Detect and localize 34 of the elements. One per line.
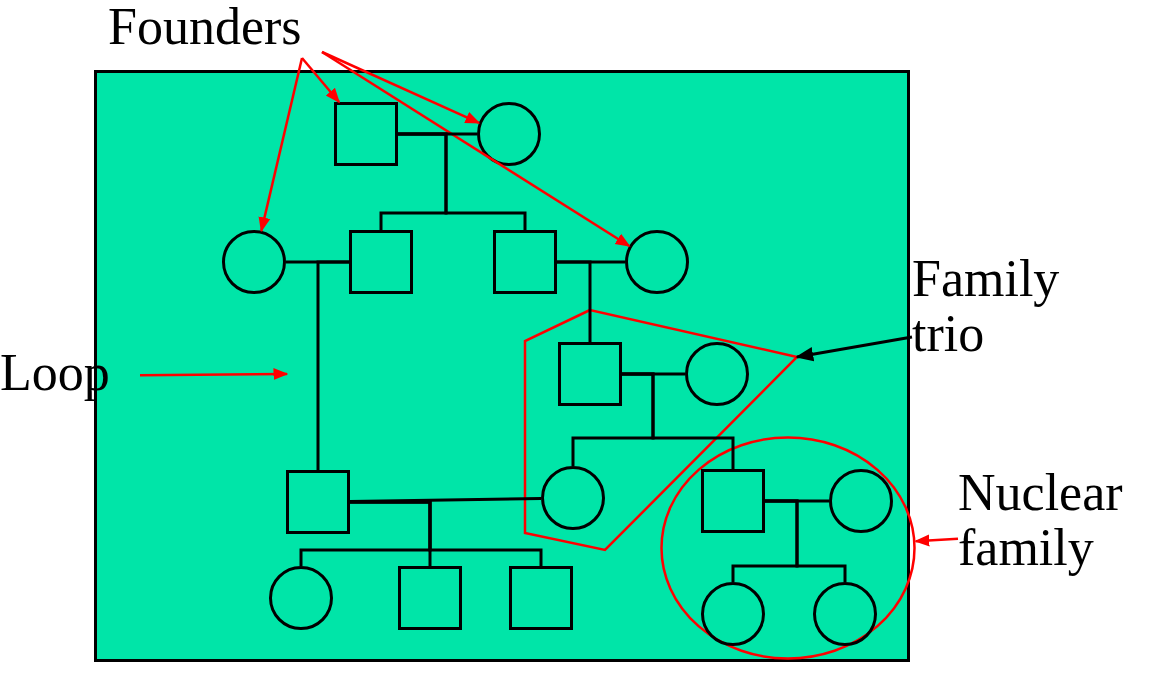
arrow xyxy=(914,534,959,547)
arrow xyxy=(795,335,913,362)
marriage-line xyxy=(349,497,542,503)
descent-line xyxy=(350,500,543,566)
outline-polygon xyxy=(525,310,797,550)
female-circle xyxy=(685,342,749,406)
descent-line xyxy=(765,499,847,582)
arrow xyxy=(140,368,289,381)
callout-label: Family trio xyxy=(912,252,1112,387)
male-square xyxy=(286,470,350,534)
male-square xyxy=(509,566,573,630)
male-square xyxy=(493,230,557,294)
male-square xyxy=(349,230,413,294)
male-square xyxy=(558,342,622,406)
female-circle xyxy=(813,582,877,646)
callout-label: Nuclear family xyxy=(958,466,1158,601)
male-square xyxy=(398,566,462,630)
female-circle xyxy=(701,582,765,646)
male-square xyxy=(334,102,398,166)
female-circle xyxy=(541,466,605,530)
descent-line xyxy=(316,260,349,470)
callout-label: Founders xyxy=(108,0,358,62)
descent-line xyxy=(398,132,527,230)
arrow xyxy=(301,57,340,104)
female-circle xyxy=(222,230,286,294)
male-square xyxy=(701,469,765,533)
female-circle xyxy=(269,566,333,630)
arrow xyxy=(321,50,631,248)
female-circle xyxy=(829,469,893,533)
descent-line xyxy=(622,372,735,469)
descent-line xyxy=(557,260,592,342)
female-circle xyxy=(477,102,541,166)
arrow xyxy=(258,57,304,233)
female-circle xyxy=(625,230,689,294)
